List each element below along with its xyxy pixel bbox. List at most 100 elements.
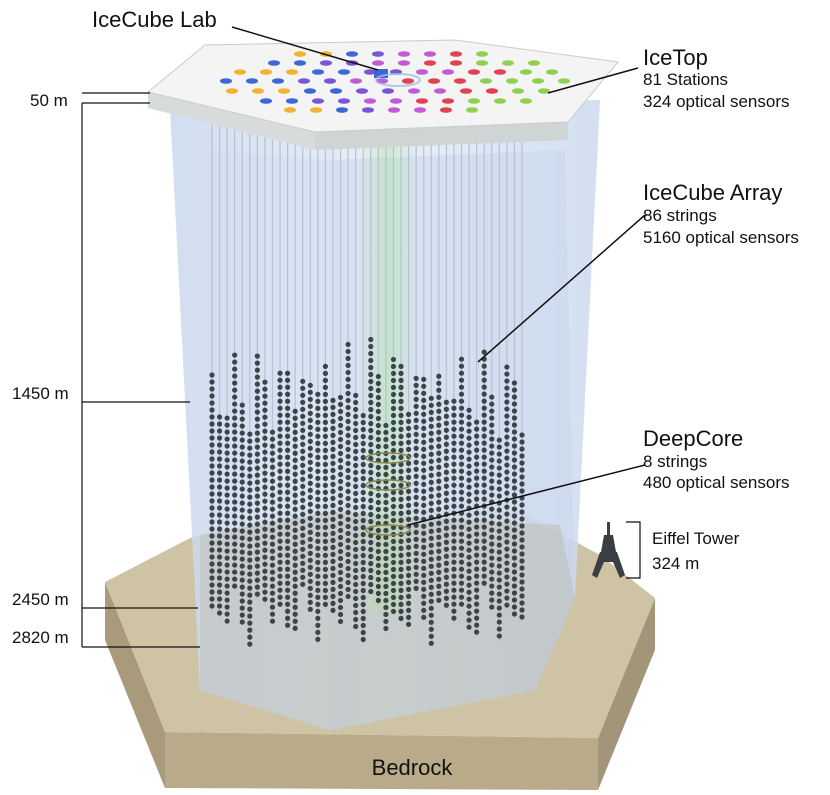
icetop-station xyxy=(460,88,472,94)
optical-sensor xyxy=(511,604,518,610)
optical-sensor xyxy=(511,541,518,547)
optical-sensor xyxy=(307,543,313,549)
optical-sensor xyxy=(360,468,366,475)
optical-sensor xyxy=(292,513,298,519)
icetop-station xyxy=(390,98,402,104)
optical-sensor xyxy=(458,398,465,404)
optical-sensor xyxy=(360,608,366,615)
optical-sensor xyxy=(405,607,412,613)
optical-sensor xyxy=(405,614,412,620)
optical-sensor xyxy=(216,414,223,420)
optical-sensor xyxy=(496,626,502,632)
optical-sensor xyxy=(292,583,298,589)
optical-sensor xyxy=(519,537,525,543)
optical-sensor xyxy=(511,408,518,414)
optical-sensor xyxy=(458,405,465,411)
optical-sensor xyxy=(443,469,449,475)
optical-sensor xyxy=(511,443,518,449)
optical-sensor xyxy=(262,449,268,455)
optical-sensor xyxy=(345,404,351,411)
optical-sensor xyxy=(360,524,366,531)
optical-sensor xyxy=(337,408,344,415)
optical-sensor xyxy=(405,411,412,417)
optical-sensor xyxy=(277,538,283,544)
optical-sensor xyxy=(292,429,298,435)
optical-sensor xyxy=(247,487,253,493)
optical-sensor xyxy=(398,552,404,558)
eiffel-height: 324 m xyxy=(652,554,699,573)
optical-sensor xyxy=(285,461,291,467)
optical-sensor xyxy=(285,377,291,383)
optical-sensor xyxy=(368,546,374,553)
optical-sensor xyxy=(398,468,404,474)
optical-sensor xyxy=(285,524,291,530)
optical-sensor xyxy=(496,542,502,548)
optical-sensor xyxy=(504,406,510,412)
optical-sensor xyxy=(209,393,215,399)
optical-sensor xyxy=(262,414,268,420)
optical-sensor xyxy=(383,506,389,513)
optical-sensor xyxy=(216,526,223,532)
optical-sensor xyxy=(458,433,465,439)
optical-sensor xyxy=(262,386,268,392)
optical-sensor xyxy=(383,611,389,618)
optical-sensor xyxy=(421,418,427,424)
optical-sensor xyxy=(504,378,510,384)
optical-sensor xyxy=(405,537,412,543)
optical-sensor xyxy=(224,450,230,456)
optical-sensor xyxy=(466,449,472,455)
optical-sensor xyxy=(269,534,276,540)
optical-sensor xyxy=(368,336,374,343)
optical-sensor xyxy=(390,426,397,433)
optical-sensor xyxy=(269,520,276,526)
optical-sensor xyxy=(254,507,260,513)
optical-sensor xyxy=(360,566,366,573)
optical-sensor xyxy=(277,482,283,488)
optical-sensor xyxy=(232,394,238,400)
optical-sensor xyxy=(436,408,442,414)
optical-sensor xyxy=(383,492,389,499)
optical-sensor xyxy=(489,471,495,477)
icetop-station xyxy=(312,69,324,75)
optical-sensor xyxy=(300,406,306,412)
optical-sensor xyxy=(330,516,336,522)
optical-sensor xyxy=(368,385,374,392)
optical-sensor xyxy=(300,392,306,398)
optical-sensor xyxy=(353,469,359,476)
optical-sensor xyxy=(451,524,457,530)
optical-sensor xyxy=(511,457,518,463)
optical-sensor xyxy=(511,450,518,456)
optical-sensor xyxy=(368,574,374,581)
optical-sensor xyxy=(277,580,283,586)
optical-sensor xyxy=(443,483,449,489)
array-leader xyxy=(477,214,646,363)
optical-sensor xyxy=(481,475,487,481)
optical-sensor xyxy=(277,503,283,509)
optical-sensor xyxy=(504,581,510,587)
optical-sensor xyxy=(307,501,313,507)
optical-sensor xyxy=(489,548,495,554)
icetop-station xyxy=(364,98,376,104)
optical-sensor xyxy=(375,569,381,576)
optical-sensor xyxy=(436,492,442,498)
optical-sensor xyxy=(504,441,510,447)
icetop-station xyxy=(382,88,394,94)
optical-sensor xyxy=(353,560,359,567)
optical-sensor xyxy=(315,391,321,397)
optical-sensor xyxy=(504,476,510,482)
optical-sensor xyxy=(383,625,389,632)
optical-sensor xyxy=(300,574,306,580)
optical-sensor xyxy=(315,433,321,439)
optical-sensor xyxy=(481,433,487,439)
optical-sensor xyxy=(285,496,291,502)
optical-sensor xyxy=(405,593,412,599)
optical-sensor xyxy=(353,490,359,497)
optical-sensor xyxy=(368,455,374,462)
optical-sensor xyxy=(443,602,449,608)
optical-sensor xyxy=(496,549,502,555)
optical-sensor xyxy=(285,426,291,432)
optical-sensor xyxy=(474,482,480,488)
optical-sensor xyxy=(262,393,268,399)
optical-sensor xyxy=(262,491,268,497)
optical-sensor xyxy=(269,569,276,575)
